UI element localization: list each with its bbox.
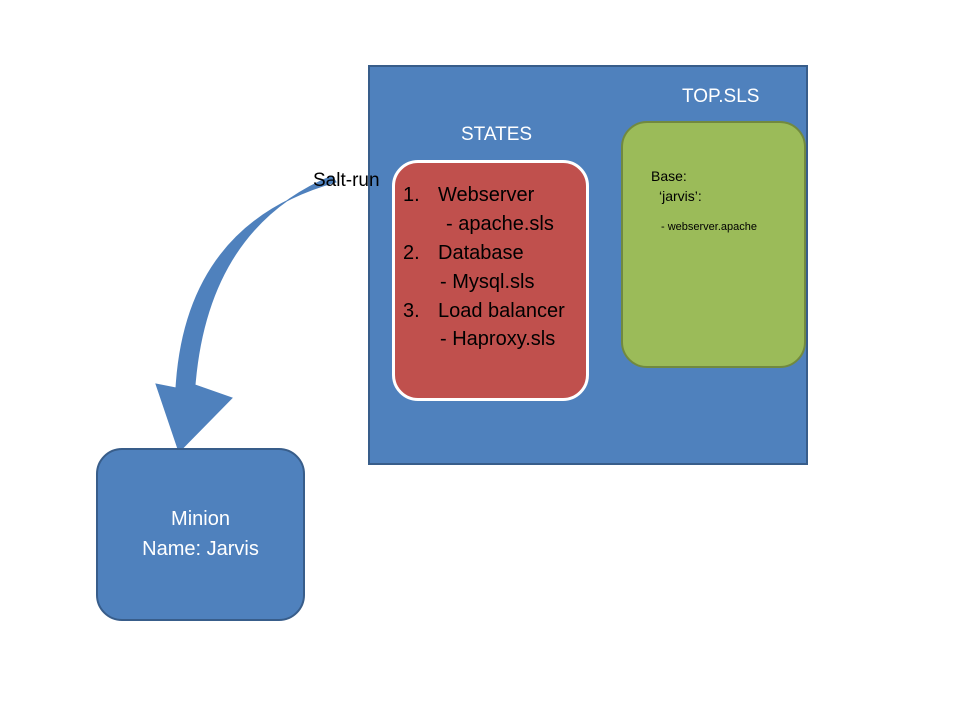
top-sls-jarvis: ‘jarvis’: [659,188,702,204]
state-1-number: 1. [403,184,420,206]
state-1-file: - apache.sls [446,213,554,235]
state-2-file: - Mysql.sls [440,271,535,293]
top-sls-title: TOP.SLS [682,86,760,107]
minion-name: Name: Jarvis [142,538,259,560]
salt-run-arrow-shape [155,175,337,453]
minion-box [96,448,305,621]
state-3-name: Load balancer [438,300,565,322]
salt-run-label: Salt-run [313,170,380,191]
state-2-name: Database [438,242,524,264]
state-2-number: 2. [403,242,420,264]
states-title: STATES [461,124,533,145]
top-sls-webserver-apache: - webserver.apache [661,221,757,233]
top-sls-base: Base: [651,168,687,184]
state-3-file: - Haproxy.sls [440,328,556,350]
state-1-name: Webserver [438,184,535,206]
minion-title: Minion [171,508,230,530]
states-box [392,160,589,401]
top-sls-box [621,121,806,368]
state-3-number: 3. [403,300,420,322]
